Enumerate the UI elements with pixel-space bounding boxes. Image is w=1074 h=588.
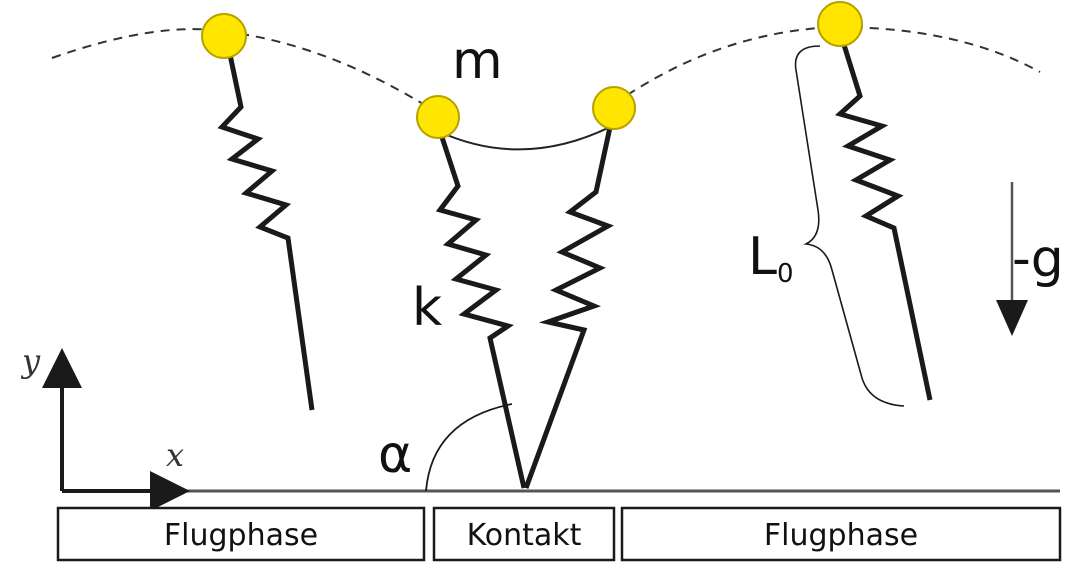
- leg-flight-right: [834, 31, 933, 401]
- contact-trajectory: [439, 124, 615, 151]
- mass-flight-right: [817, 1, 863, 47]
- phase-label-flight-2: Flugphase: [764, 518, 918, 553]
- rest-length-label: L0: [748, 227, 794, 289]
- mass-flight-left: [201, 13, 247, 59]
- x-axis-label: x: [166, 436, 184, 474]
- phase-box-flight-1: Flugphase: [56, 506, 426, 562]
- gravity-arrowhead: [996, 300, 1028, 336]
- phase-box-contact: Kontakt: [432, 506, 616, 562]
- phase-label-flight-1: Flugphase: [164, 518, 318, 553]
- y-axis-label: y: [20, 342, 41, 380]
- phase-label-contact: Kontakt: [467, 518, 582, 553]
- rest-length-brace: [794, 45, 905, 407]
- mass-label: m: [452, 31, 503, 91]
- spring-constant-label: k: [412, 278, 442, 338]
- mass-contact-end: [592, 86, 636, 130]
- angle-label: α: [378, 425, 412, 485]
- leg-flight-left: [217, 44, 315, 411]
- gravity-label: -g: [1012, 229, 1064, 289]
- leg-contact-left: [435, 124, 527, 489]
- mass-contact-start: [416, 95, 460, 139]
- angle-arc: [425, 403, 513, 492]
- leg-contact-right: [523, 117, 615, 489]
- phase-box-flight-2: Flugphase: [620, 506, 1062, 562]
